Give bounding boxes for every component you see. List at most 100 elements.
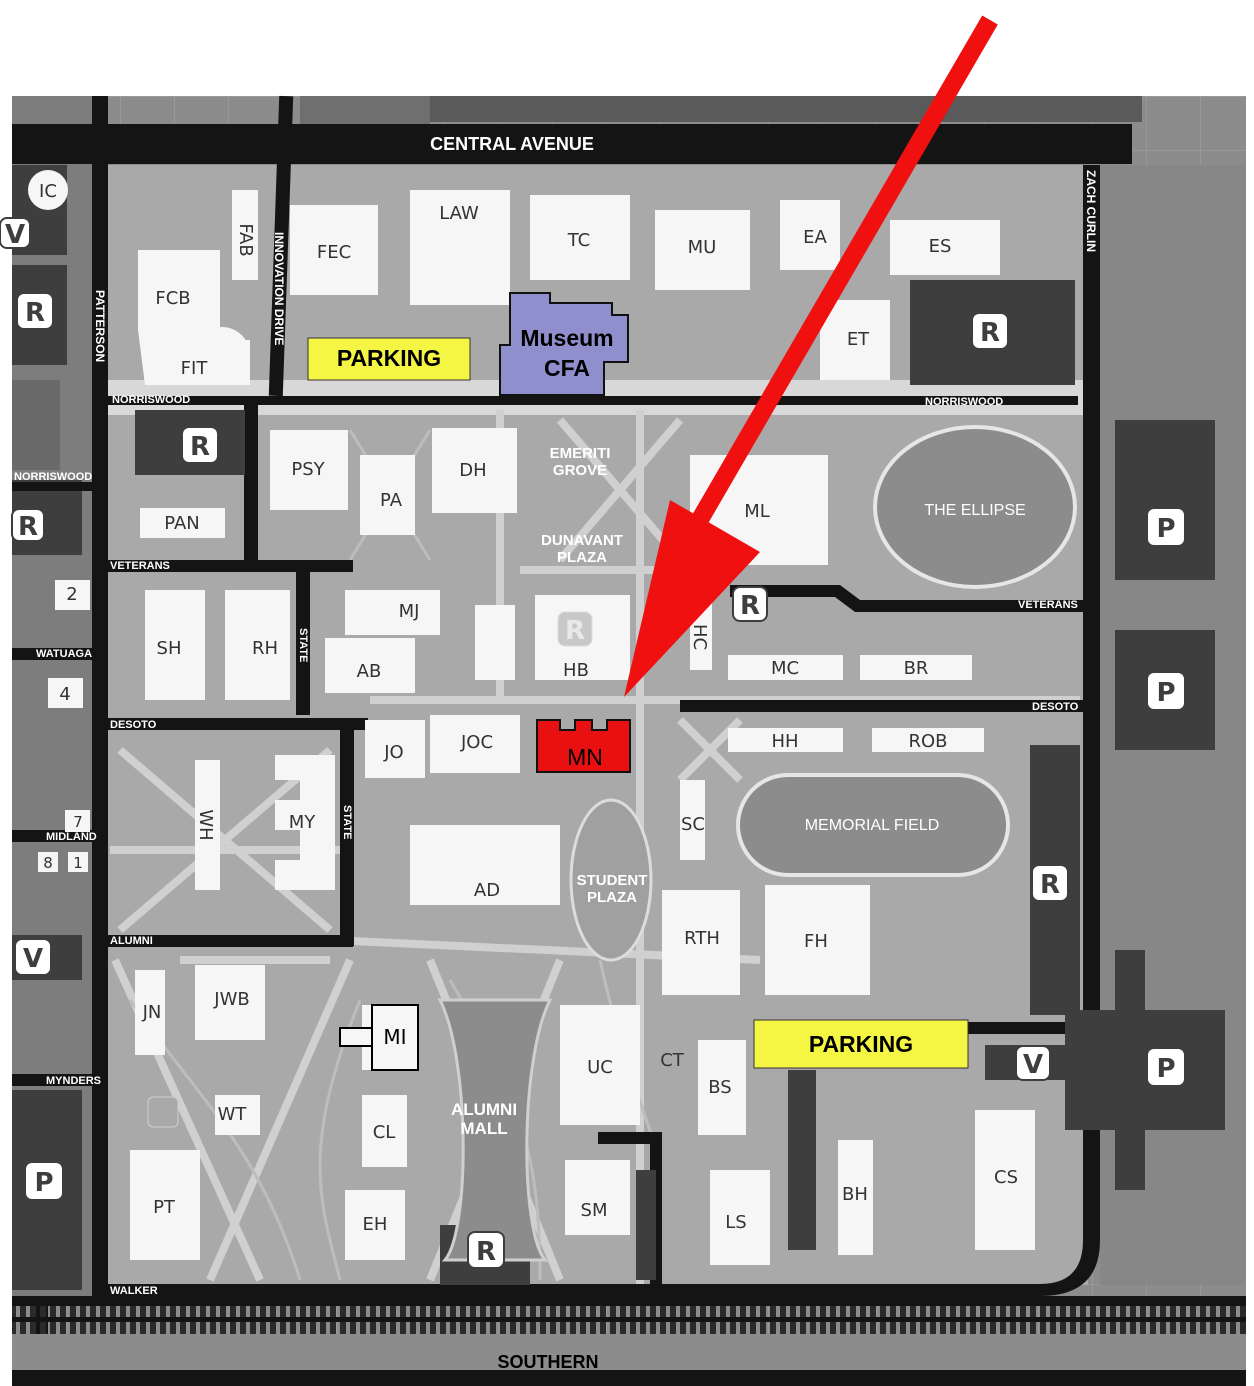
building-rob: ROB (908, 731, 947, 752)
parking-north-label: PARKING (337, 345, 441, 371)
v-marker: V (14, 938, 52, 976)
building-bh: BH (842, 1184, 868, 1205)
building-es: ES (929, 236, 952, 257)
southern-label: SOUTHERN (497, 1352, 598, 1372)
building-psy: PSY (291, 459, 325, 480)
building-ea: EA (803, 227, 827, 248)
building-ad: AD (474, 880, 500, 901)
student-plaza-label-1: STUDENT (577, 872, 648, 889)
r-marker: R (16, 292, 54, 330)
red-arrow (624, 15, 998, 697)
r-marker-letter: R (18, 512, 38, 542)
building-sm: SM (581, 1200, 608, 1221)
building-jn: JN (142, 1002, 162, 1023)
building-sc: SC (681, 814, 705, 835)
student-plaza-label-2: PLAZA (587, 889, 637, 906)
p-marker: P (1146, 671, 1186, 711)
r-marker-letter: R (565, 616, 585, 646)
building-et: ET (847, 329, 870, 350)
alumni-mall-label-1: ALUMNI (451, 1100, 517, 1119)
r-marker: R (732, 586, 768, 622)
cfa-label: CFA (544, 355, 590, 381)
building-tc: TC (567, 230, 591, 251)
r-marker-letter: R (190, 432, 210, 462)
zach-curlin-label: ZACH CURLIN (1084, 170, 1098, 252)
emeriti-grove-label-2: GROVE (553, 462, 607, 479)
memorial-field-label: MEMORIAL FIELD (805, 817, 940, 834)
building-hc: HC (689, 624, 710, 650)
r-marker-letter: R (980, 318, 1000, 348)
building-1: 1 (73, 854, 83, 872)
parking-north[interactable] (307, 337, 471, 381)
r-marker: R (467, 1231, 505, 1269)
r-marker: R (971, 312, 1009, 350)
building-eh: EH (363, 1214, 388, 1235)
patterson-label: PATTERSON (93, 290, 107, 362)
innovation-drive-label: INNOVATION DRIVE (272, 232, 286, 346)
parking-south[interactable] (753, 1019, 969, 1069)
state-label-1: STATE (297, 628, 309, 662)
building-jo: JO (383, 742, 403, 763)
building-ab: AB (357, 661, 382, 682)
r-marker-letter: R (476, 1237, 496, 1267)
p-marker-letter: P (1156, 1054, 1175, 1084)
building-ls: LS (725, 1212, 746, 1233)
desoto-label-2: DESOTO (1032, 701, 1079, 713)
v-marker-letter: V (5, 220, 25, 250)
museum-label: Museum (520, 325, 613, 351)
building-7: 7 (73, 813, 83, 831)
mi-building[interactable] (371, 1004, 419, 1071)
building-mi: MI (383, 1025, 406, 1049)
alumni-mall-label-2: MALL (460, 1119, 507, 1138)
r-marker: R (557, 611, 593, 647)
midland-label: MIDLAND (46, 831, 97, 843)
alumni-road-label: ALUMNI (110, 935, 153, 947)
building-br: BR (904, 658, 929, 679)
r-marker: R (1031, 864, 1069, 902)
building-cs: CS (994, 1167, 1018, 1188)
building-hh: HH (771, 731, 798, 752)
norriswood-label-2: NORRISWOOD (14, 471, 92, 483)
p-marker-letter: P (34, 1168, 53, 1198)
building-fab: FAB (235, 223, 256, 256)
the-ellipse-label: THE ELLIPSE (924, 502, 1025, 519)
r-marker-letter: R (1040, 870, 1060, 900)
desoto-label-1: DESOTO (110, 719, 157, 731)
building-joc: JOC (460, 732, 493, 753)
building-pt: PT (153, 1197, 176, 1218)
building-ic: IC (39, 181, 57, 202)
norriswood-label-1: NORRISWOOD (112, 394, 190, 406)
building-hb: HB (563, 660, 589, 681)
building-4: 4 (59, 684, 70, 705)
r-marker: R (11, 508, 45, 542)
building-rh: RH (252, 638, 278, 659)
central-avenue-label: CENTRAL AVENUE (430, 134, 594, 154)
mynders-label: MYNDERS (46, 1075, 101, 1087)
building-mc: MC (771, 658, 799, 679)
building-dh: DH (459, 460, 486, 481)
r-marker: R (181, 426, 219, 464)
parking-south-label: PARKING (809, 1031, 913, 1057)
building-bs: BS (708, 1077, 731, 1098)
building-rth: RTH (684, 928, 720, 949)
v-marker-letter: V (1023, 1050, 1043, 1080)
veterans-label-2: VETERANS (1018, 599, 1078, 611)
building-ct: CT (660, 1050, 685, 1071)
museum-cfa-building[interactable] (499, 292, 629, 396)
building-mj: MJ (399, 601, 420, 622)
mn-target-building[interactable] (536, 719, 631, 773)
accessibility-icon (147, 1096, 179, 1128)
watuaga-label: WATUAGA (36, 648, 92, 660)
dunavant-plaza-label-1: DUNAVANT (541, 532, 623, 549)
building-8: 8 (43, 854, 53, 872)
mn-label: MN (567, 744, 603, 770)
p-marker: P (1146, 1047, 1186, 1087)
r-marker-letter: R (25, 298, 45, 328)
building-sh: SH (157, 638, 182, 659)
building-uc: UC (587, 1057, 613, 1078)
building-fcb: FCB (155, 288, 190, 309)
p-marker-letter: P (1156, 678, 1175, 708)
central-avenue-road (12, 124, 1132, 164)
